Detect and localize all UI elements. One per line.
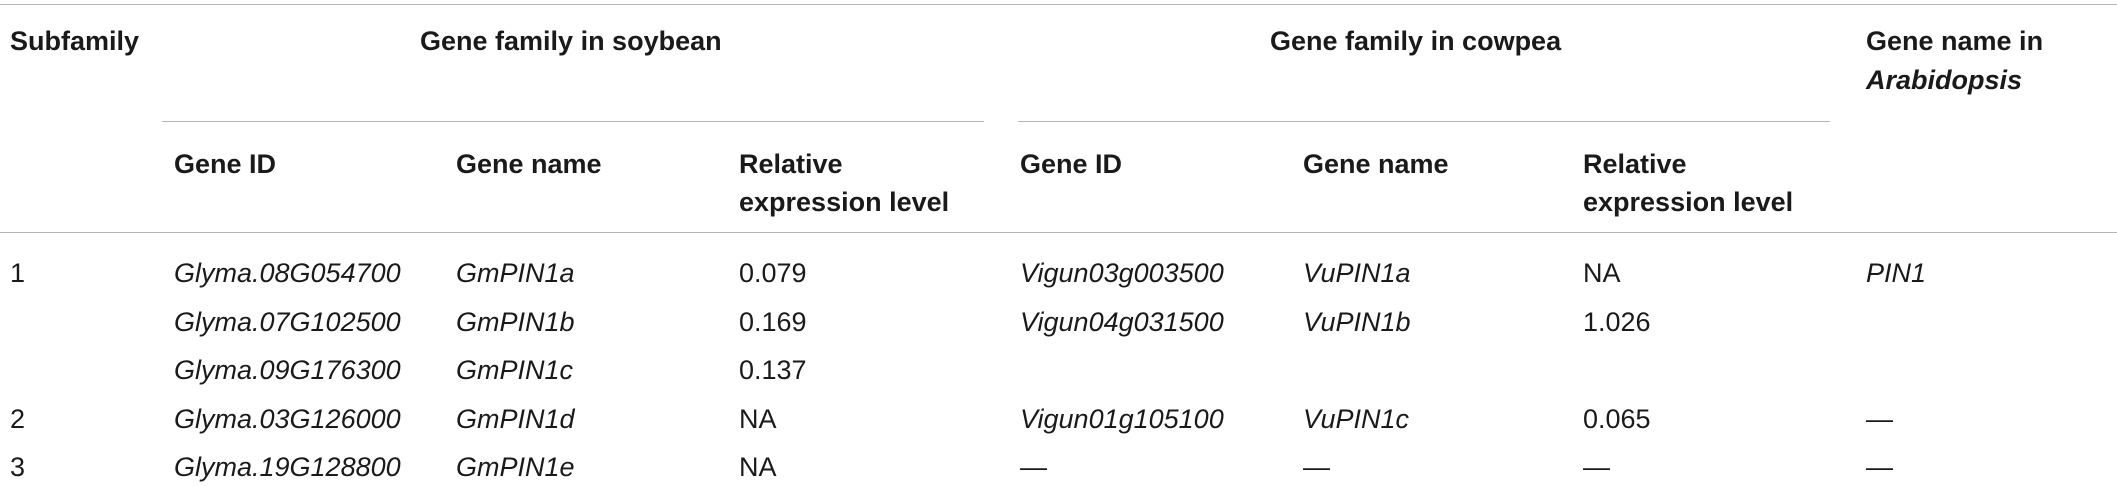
arabidopsis-header-line1: Gene name in — [1866, 26, 2044, 56]
table-cell-arab: — — [1866, 404, 1893, 434]
table-cell-soy-name: GmPIN1e — [456, 452, 575, 482]
table-cell-subfamily: 3 — [10, 452, 26, 482]
soybean-group-rule — [162, 121, 984, 122]
table-cell-cow-id: Vigun01g105100 — [1020, 404, 1224, 434]
soy-gene-name-header: Gene name — [456, 149, 602, 179]
table-cell-soy-name: GmPIN1a — [456, 258, 575, 288]
table-cell-arab: — — [1866, 452, 1893, 482]
table-cell-soy-id: Glyma.07G102500 — [174, 307, 401, 337]
table-top-rule — [0, 4, 2117, 5]
table-cell-cow-expr: 0.065 — [1583, 404, 1651, 434]
table-cell-cow-id: Vigun03g003500 — [1020, 258, 1224, 288]
table-cell-soy-expr: 0.137 — [739, 355, 807, 385]
table-cell-soy-id: Glyma.19G128800 — [174, 452, 401, 482]
table-cell-soy-id: Glyma.09G176300 — [174, 355, 401, 385]
table-cell-cow-name: VuPIN1a — [1303, 258, 1411, 288]
table-cell-cow-name: VuPIN1c — [1303, 404, 1410, 434]
table-cell-soy-name: GmPIN1b — [456, 307, 575, 337]
table-cell-cow-id: — — [1020, 452, 1047, 482]
soy-gene-id-header: Gene ID — [174, 149, 277, 179]
table-cell-cow-expr: 1.026 — [1583, 307, 1651, 337]
cow-gene-name-header: Gene name — [1303, 149, 1449, 179]
table-cell-soy-id: Glyma.08G054700 — [174, 258, 401, 288]
table-cell-cow-name: — — [1303, 452, 1330, 482]
table-cell-soy-expr: NA — [739, 452, 777, 482]
arabidopsis-header-line2: Arabidopsis — [1866, 65, 2023, 95]
table-cell-soy-name: GmPIN1d — [456, 404, 575, 434]
table-cell-soy-name: GmPIN1c — [456, 355, 574, 385]
soy-rel-expr-header-line2: expression level — [739, 187, 950, 217]
table-cell-soy-id: Glyma.03G126000 — [174, 404, 401, 434]
table-cell-subfamily: 2 — [10, 404, 26, 434]
cowpea-group-header: Gene family in cowpea — [1270, 26, 1562, 56]
header-bottom-rule — [0, 232, 2117, 233]
table-cell-subfamily: 1 — [10, 258, 26, 288]
table-cell-cow-expr: NA — [1583, 258, 1621, 288]
cow-gene-id-header: Gene ID — [1020, 149, 1123, 179]
subfamily-header: Subfamily — [10, 26, 140, 56]
table-cell-soy-expr: 0.169 — [739, 307, 807, 337]
table-cell-cow-id: Vigun04g031500 — [1020, 307, 1224, 337]
table-cell-soy-expr: NA — [739, 404, 777, 434]
table-cell-cow-name: VuPIN1b — [1303, 307, 1411, 337]
cow-rel-expr-header-line2: expression level — [1583, 187, 1794, 217]
soy-rel-expr-header-line1: Relative — [739, 149, 843, 179]
soybean-group-header: Gene family in soybean — [420, 26, 722, 56]
cowpea-group-rule — [1018, 121, 1830, 122]
cow-rel-expr-header-line1: Relative — [1583, 149, 1687, 179]
table-cell-soy-expr: 0.079 — [739, 258, 807, 288]
table-cell-cow-expr: — — [1583, 452, 1610, 482]
table-cell-arab: PIN1 — [1866, 258, 1927, 288]
